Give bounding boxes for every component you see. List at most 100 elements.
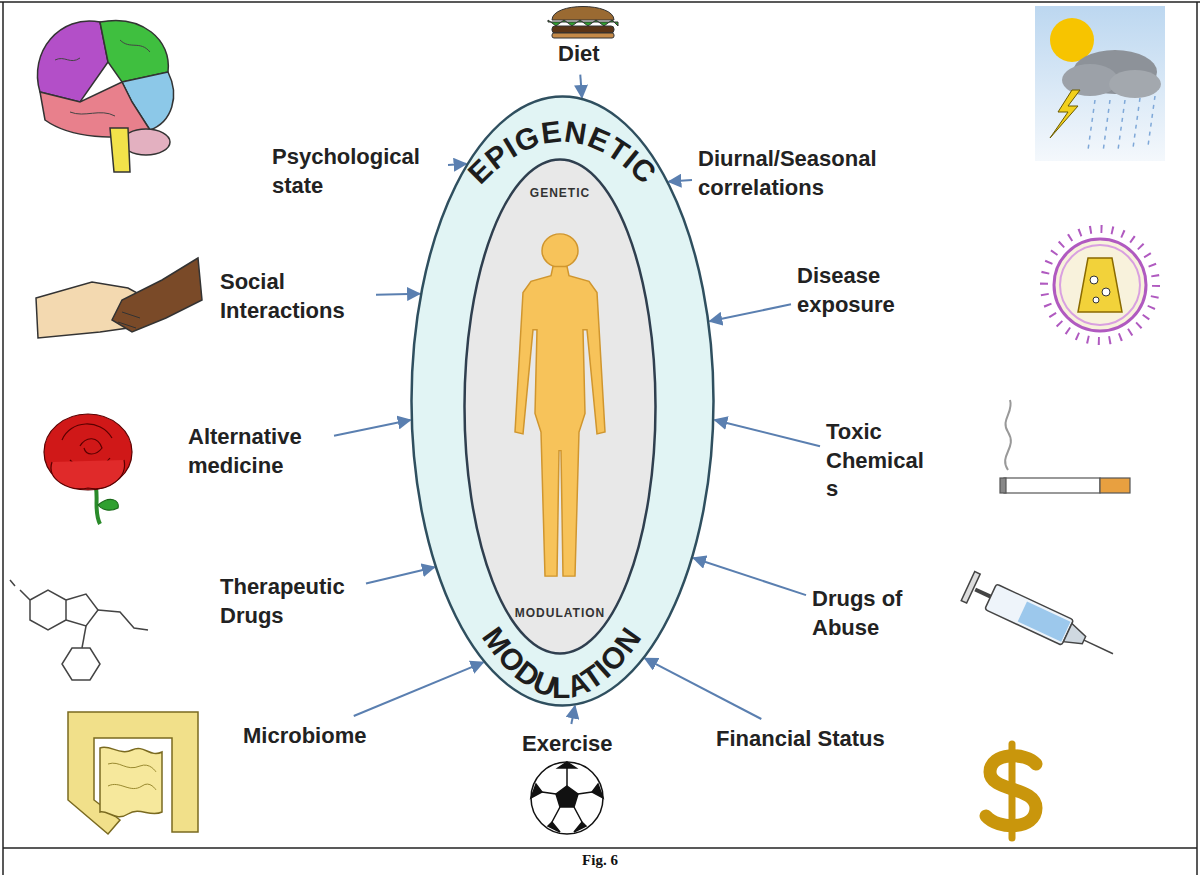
syringe-icon-part bbox=[975, 589, 990, 596]
brain-icon-part bbox=[110, 128, 130, 172]
weather-icon-part-part bbox=[1118, 100, 1125, 150]
syringe-icon-part bbox=[985, 584, 1074, 645]
weather-icon-part bbox=[1109, 70, 1161, 98]
soccer-ball-icon-part bbox=[531, 762, 603, 834]
weather-icon-part bbox=[1062, 64, 1118, 96]
rose-icon-part bbox=[51, 460, 124, 489]
figure-body bbox=[515, 266, 605, 576]
frame-part bbox=[0, 1, 1200, 3]
inner-label: MODULATION bbox=[463, 606, 657, 620]
molecule-icon-part bbox=[30, 590, 66, 630]
arrow-connector bbox=[693, 558, 806, 595]
virus-icon-part bbox=[1090, 276, 1098, 284]
weather-icon-part bbox=[1088, 96, 1155, 152]
inner-ellipse: GENETIC MODULATION bbox=[463, 158, 657, 655]
cigarette-icon-part bbox=[1100, 478, 1130, 493]
soccer-ball-icon-part bbox=[542, 768, 592, 822]
virus-icon-part bbox=[1054, 239, 1146, 331]
brain-icon-part bbox=[37, 21, 108, 102]
molecule-icon-part bbox=[10, 580, 30, 600]
factor-text: Therapeutic Drugs bbox=[220, 573, 360, 630]
intestines-icon bbox=[68, 712, 198, 834]
burger-icon-part bbox=[548, 20, 618, 26]
soccer-ball-icon-part bbox=[531, 762, 603, 832]
brain-icon bbox=[37, 21, 173, 172]
rose-icon-part bbox=[98, 499, 118, 510]
weather-icon-part bbox=[1050, 18, 1094, 62]
factor-label: Diet bbox=[558, 40, 600, 69]
factor-text: Social Interactions bbox=[220, 268, 370, 325]
inner-ellipse-outline bbox=[463, 158, 657, 655]
virus-icon-part bbox=[1044, 229, 1156, 341]
handshake-icon bbox=[36, 258, 202, 338]
arrow-connector bbox=[645, 658, 761, 719]
outer-ellipse-shape bbox=[412, 97, 714, 706]
cigarette-icon-part bbox=[1005, 400, 1011, 470]
brain-icon-part bbox=[100, 21, 168, 82]
syringe-icon bbox=[961, 572, 1120, 669]
virus-icon-part bbox=[1078, 258, 1122, 312]
soccer-ball-icon bbox=[531, 762, 603, 834]
arrow-connector bbox=[715, 420, 820, 446]
factor-text: Financial Status bbox=[716, 725, 885, 754]
factor-label: Exercise bbox=[522, 730, 613, 759]
molecule-icon-part bbox=[66, 594, 98, 626]
burger-icon-part bbox=[552, 7, 614, 21]
figure-head bbox=[542, 234, 578, 267]
virus-icon-part bbox=[1060, 245, 1140, 325]
inner-ellipse-shape bbox=[465, 160, 656, 654]
arrow-connector bbox=[376, 293, 420, 296]
rose-icon bbox=[44, 414, 132, 524]
cigarette-icon-part bbox=[1000, 478, 1006, 493]
soccer-ball-icon-part bbox=[556, 786, 578, 807]
factor-text: Exercise bbox=[522, 730, 613, 759]
arrow-connector bbox=[366, 567, 434, 583]
syringe-icon-part bbox=[961, 572, 980, 604]
factor-text: Diurnal/Seasonal correlations bbox=[698, 145, 893, 202]
weather-icon-part-part bbox=[1148, 96, 1155, 146]
intestines-icon-part bbox=[68, 712, 198, 834]
inner-label: GENETIC bbox=[463, 186, 657, 200]
factor-label: Diurnal/Seasonal correlations bbox=[698, 145, 893, 202]
brain-icon-part bbox=[40, 82, 150, 137]
factor-label: Alternative medicine bbox=[188, 423, 328, 480]
factor-label: Social Interactions bbox=[220, 268, 370, 325]
syringe-icon-part bbox=[1063, 624, 1088, 650]
factor-text: Microbiome bbox=[243, 722, 366, 751]
intestines-icon-part bbox=[108, 763, 156, 790]
dollar-icon bbox=[986, 744, 1036, 838]
factor-label: Disease exposure bbox=[797, 262, 917, 319]
handshake-icon-part bbox=[118, 312, 140, 328]
virus-icon bbox=[1044, 229, 1156, 341]
dollar-icon-part bbox=[1009, 744, 1016, 838]
burger-icon bbox=[548, 7, 618, 39]
frame-part bbox=[3, 847, 1197, 849]
arrow-connector bbox=[354, 662, 483, 716]
molecule-icon-part bbox=[62, 648, 100, 680]
cigarette-icon bbox=[1000, 400, 1130, 493]
factor-text: Toxic Chemical s bbox=[826, 418, 931, 504]
human-figure bbox=[515, 234, 605, 576]
virus-icon-part bbox=[1093, 297, 1099, 303]
arrow-connector bbox=[571, 706, 575, 724]
cigarette-icon-part bbox=[1004, 478, 1100, 493]
burger-icon-part bbox=[552, 33, 614, 38]
brain-icon-part bbox=[55, 40, 150, 116]
factor-text: Disease exposure bbox=[797, 262, 917, 319]
molecule-icon-part bbox=[82, 626, 86, 648]
weather-icon-part bbox=[1050, 90, 1080, 138]
factor-label: Microbiome bbox=[243, 722, 366, 751]
arrow-connector bbox=[669, 180, 692, 181]
virus-icon-part bbox=[1102, 288, 1110, 296]
handshake-icon-part bbox=[112, 258, 202, 332]
weather-icon-part bbox=[1035, 6, 1165, 161]
molecule-icon-part bbox=[98, 610, 148, 630]
weather-icon-part-part bbox=[1103, 100, 1110, 152]
factor-label: Therapeutic Drugs bbox=[220, 573, 360, 630]
rose-icon-part bbox=[44, 414, 132, 490]
factor-text: Psychological state bbox=[272, 143, 442, 200]
factor-text: Alternative medicine bbox=[188, 423, 328, 480]
figure-caption: Fig. 6 bbox=[0, 852, 1200, 869]
factor-label: Financial Status bbox=[716, 725, 885, 754]
